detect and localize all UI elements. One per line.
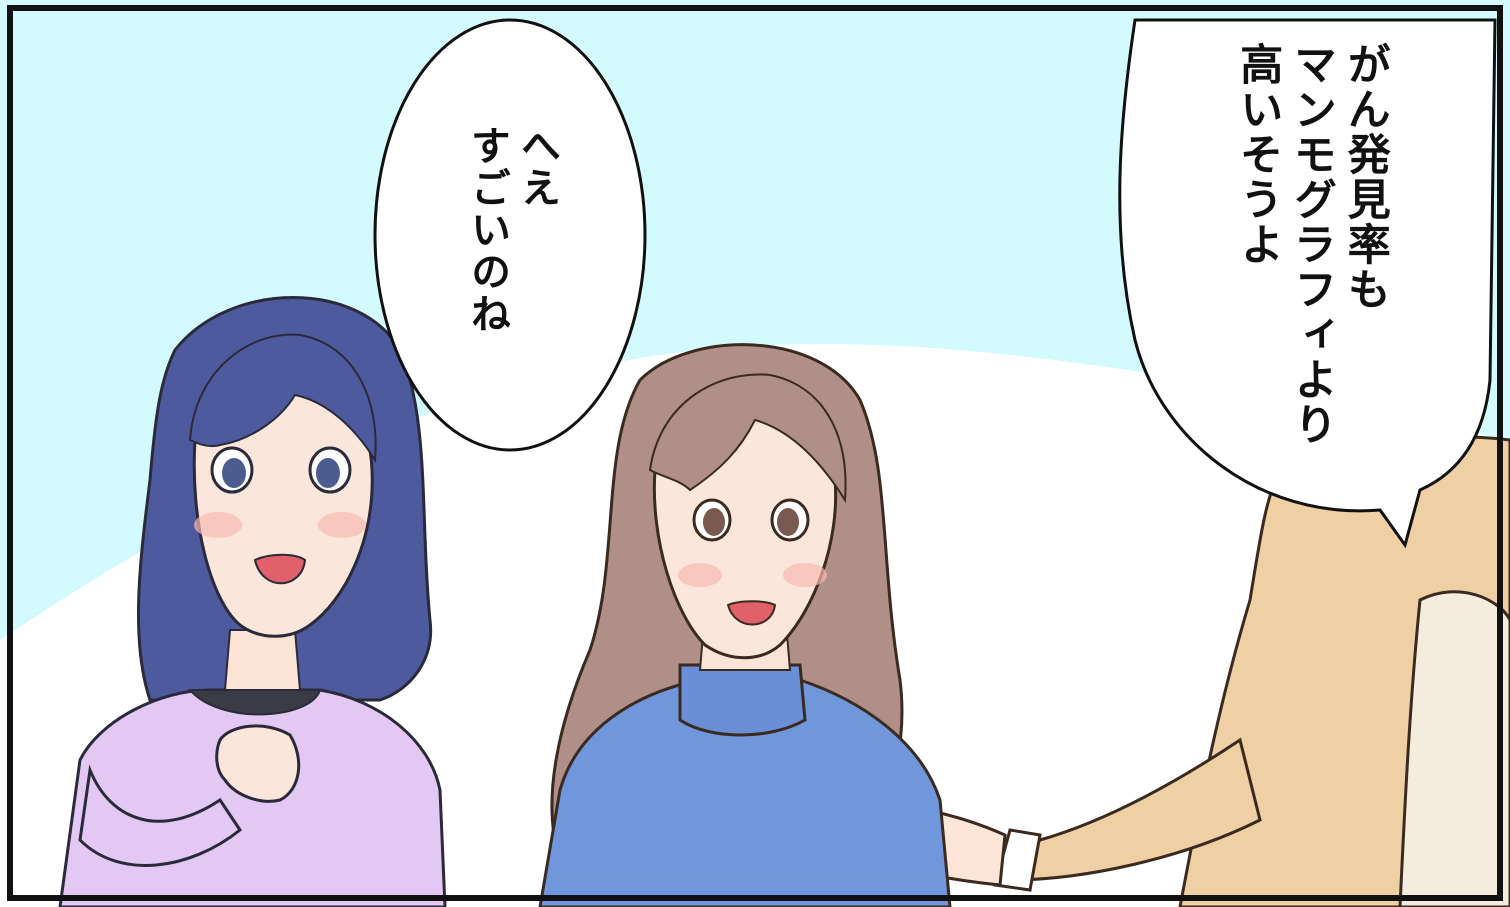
speech-line: がん発見率も — [1340, 42, 1391, 312]
speech-text-right: がん発見率も マンモグラフィより 高いそうよ — [1230, 42, 1391, 447]
panel-border — [7, 5, 1503, 901]
speech-line: 高いそうよ — [1232, 42, 1283, 267]
speech-line: へえ — [514, 125, 560, 209]
speaker-right — [777, 434, 1510, 907]
speech-line: すごいのね — [464, 125, 510, 335]
speech-text-left: へえ すごいのね — [462, 125, 562, 335]
speech-bubble-right — [1118, 18, 1497, 549]
speech-line: マンモグラフィより — [1286, 42, 1337, 447]
woman-middle — [538, 343, 952, 907]
speech-bubble-left — [373, 18, 647, 452]
woman-left — [58, 296, 447, 907]
